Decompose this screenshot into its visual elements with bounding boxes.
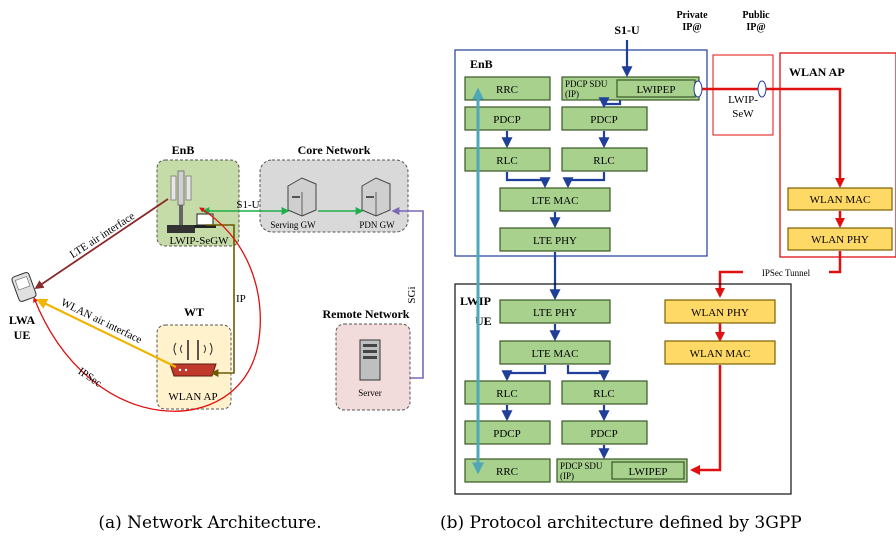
ue-rrc-label: RRC — [496, 466, 518, 478]
ue-lte-phy-label: LTE PHY — [533, 307, 577, 319]
pdn-gw-server-icon — [361, 177, 391, 217]
left-wt-node: WT WLAN AP — [156, 305, 232, 410]
ipsec-tunnel-label-bg — [743, 265, 829, 279]
enb-rlc-b-label: RLC — [593, 155, 614, 167]
ue-wlan-mac-label: WLAN MAC — [690, 348, 751, 360]
left-sgi-label: SGi — [406, 286, 418, 303]
ap-wlan-phy-label: WLAN PHY — [811, 234, 869, 246]
right-lwip-sew-label-1: LWIP- — [728, 94, 758, 106]
left-enb-node: EnB LWIP-SeGW — [156, 143, 240, 247]
left-wlan-ap-label: WLAN AP — [168, 391, 217, 403]
left-ue-label-1: LWA — [9, 313, 36, 327]
server-tower-icon — [359, 339, 381, 381]
ue-wlan-phy-label: WLAN PHY — [691, 307, 749, 319]
left-remote-network: Remote Network Server — [323, 307, 411, 411]
left-lte-air-label: LTE air interface — [68, 210, 137, 261]
right-enb-title: EnB — [470, 57, 493, 71]
left-ip-link — [206, 224, 235, 377]
caption-a: (a) Network Architecture. — [98, 513, 321, 533]
ue-rlc-b-label: RLC — [593, 388, 614, 400]
left-lte-air-link — [34, 198, 169, 290]
private-ip-marker — [693, 80, 703, 98]
ue-pdcp-a-label: PDCP — [493, 428, 521, 440]
ap-wlan-phy-box — [787, 227, 893, 251]
left-server-label: Server — [358, 388, 382, 398]
enb-lte-mac-box — [499, 187, 611, 212]
left-ip-label: IP — [236, 293, 246, 305]
right-ipsec-tunnel-label: IPSec Tunnel — [762, 268, 811, 278]
ue-up-arrows — [501, 324, 610, 460]
right-wlan-ap-box — [779, 52, 896, 258]
left-core-title: Core Network — [298, 143, 371, 157]
right-wlan-ap-title: WLAN AP — [789, 65, 845, 79]
panel-protocol-architecture: S1-U Private IP@ Public IP@ EnB RRC PDCP… — [454, 10, 896, 495]
enb-pdcp-b-label: PDCP — [590, 114, 618, 126]
ue-pdcp-sdu-label-2: (IP) — [560, 471, 574, 481]
ue-rrc-box — [464, 458, 551, 483]
enb-rlc-a-label: RLC — [496, 155, 517, 167]
enb-lwipep-label: LWIPEP — [637, 84, 676, 96]
caption-b: (b) Protocol architecture defined by 3GP… — [440, 513, 802, 533]
ue-wlan-phy-box — [664, 299, 776, 324]
right-public-ip-1: Public — [742, 10, 770, 21]
left-ue-label-2: UE — [14, 328, 31, 342]
right-private-ip-2: IP@ — [682, 22, 701, 33]
right-public-ip-2: IP@ — [746, 22, 765, 33]
left-core-network: Core Network Serving GW PDN GW — [259, 143, 409, 233]
right-ue-title-1: LWIP — [460, 294, 491, 308]
serving-gw-server-icon — [287, 177, 317, 217]
enb-rrc-box — [464, 76, 551, 101]
ap-wlan-mac-label: WLAN MAC — [810, 194, 871, 206]
lwip-data-path — [690, 87, 845, 475]
right-lwip-sew-label-2: SeW — [732, 108, 754, 120]
left-enb-box — [156, 159, 240, 247]
phone-icon — [11, 272, 37, 302]
left-pdn-gw-label: PDN GW — [359, 220, 395, 230]
left-serving-gw-label: Serving GW — [270, 220, 316, 230]
left-wt-title: WT — [184, 305, 204, 319]
left-ipsec-tunnel — [33, 207, 261, 412]
enb-rrc-label: RRC — [496, 84, 518, 96]
ue-pdcp-b-label: PDCP — [590, 428, 618, 440]
right-enb-box — [454, 49, 708, 257]
enb-pdcp-a-box — [464, 106, 551, 131]
right-s1u-label: S1-U — [614, 23, 640, 37]
left-s1u-label: S1-U — [236, 199, 259, 211]
ue-rlc-a-label: RLC — [496, 388, 517, 400]
right-private-ip-1: Private — [676, 10, 708, 21]
enb-pdcp-a-label: PDCP — [493, 114, 521, 126]
enb-lte-phy-label: LTE PHY — [533, 235, 577, 247]
ue-lwipep-label: LWIPEP — [629, 466, 668, 478]
panel-network-architecture: EnB LWIP-SeGW Core Network — [9, 143, 424, 412]
enb-lte-mac-label: LTE MAC — [532, 195, 579, 207]
enb-down-arrows — [501, 40, 633, 301]
ap-wlan-mac-box — [787, 187, 893, 211]
enb-pdcp-sdu-label-2: (IP) — [565, 89, 579, 99]
left-remote-title: Remote Network — [323, 307, 410, 321]
left-enb-title: EnB — [172, 143, 195, 157]
ue-lte-phy-box — [499, 299, 611, 324]
enb-pdcp-sdu-label-1: PDCP SDU — [565, 79, 608, 89]
ue-pdcp-sdu-label-1: PDCP SDU — [560, 461, 603, 471]
ue-lwipep-box — [611, 461, 685, 480]
left-wlan-air-label: WLAN air interface — [59, 296, 144, 346]
public-ip-marker — [757, 80, 767, 98]
left-lwip-segw-label: LWIP-SeGW — [169, 235, 229, 247]
ue-wlan-mac-box — [664, 340, 776, 365]
ue-lte-mac-label: LTE MAC — [532, 348, 579, 360]
left-wlan-air-link — [36, 298, 177, 368]
right-ue-box — [454, 283, 792, 495]
